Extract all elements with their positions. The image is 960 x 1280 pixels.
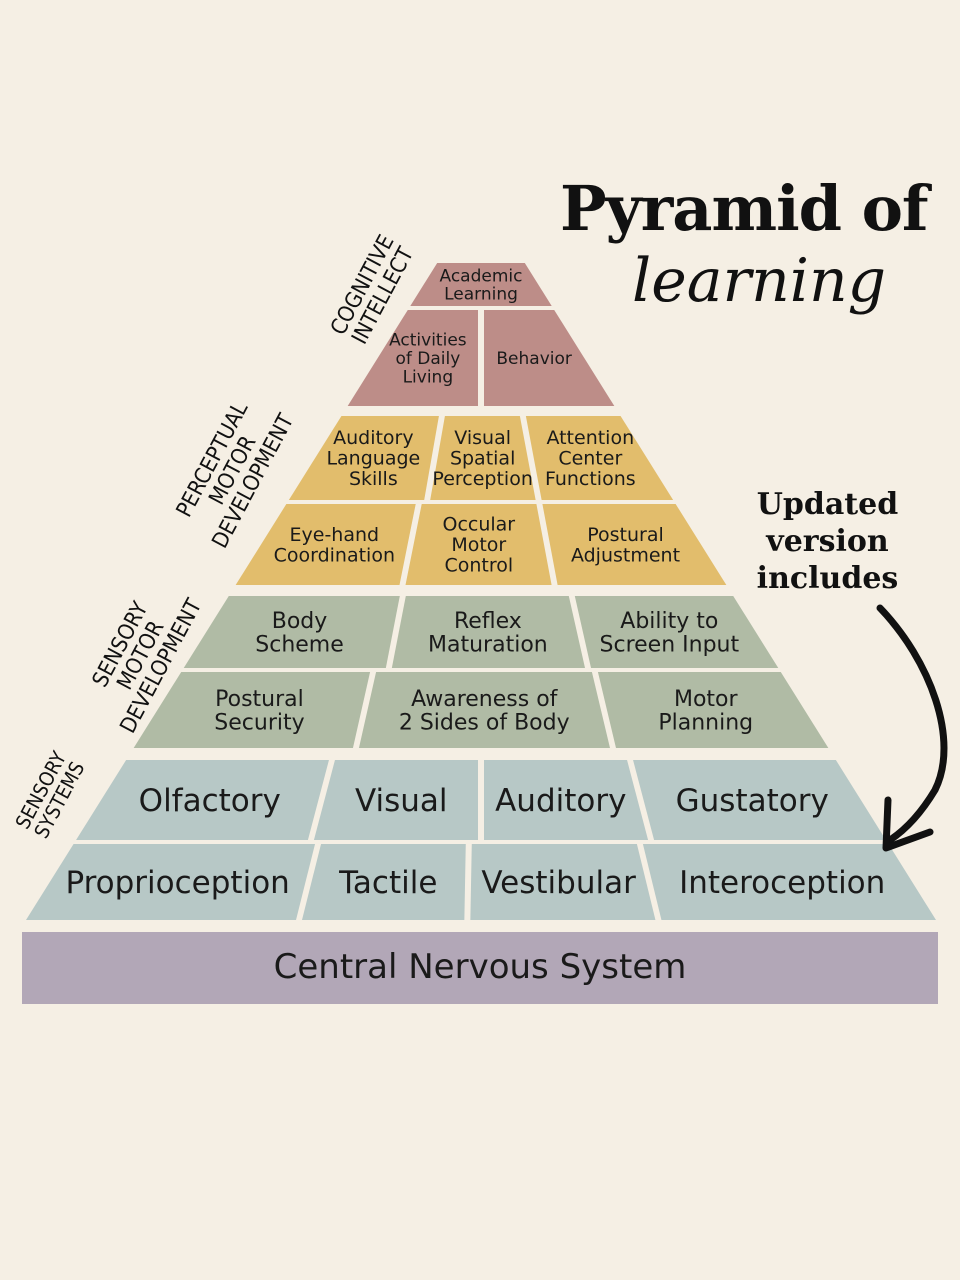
update-note: Updated version includes: [745, 486, 910, 597]
cognitive-block-label: Learning: [444, 285, 518, 305]
sensory_systems-block: [302, 844, 466, 920]
perceptual-block-label: Eye-hand: [290, 524, 380, 546]
perceptual-block-label: Attention: [546, 427, 634, 449]
sensory_systems-block-label: Interoception: [679, 865, 885, 901]
perceptual-block-label: Visual: [454, 427, 511, 449]
sensory_motor-block-label: 2 Sides of Body: [399, 711, 570, 736]
sensory_motor-block-label: Reflex: [454, 609, 522, 634]
cns-label: Central Nervous System: [274, 947, 687, 987]
sensory_motor-block: [574, 596, 779, 668]
note-line: version: [766, 524, 889, 559]
title-line2: learning: [632, 246, 887, 316]
perceptual-block: [405, 504, 552, 585]
cognitive-block: [347, 310, 478, 406]
cognitive-block-label: of Daily: [395, 349, 460, 369]
perceptual-block-label: Occular: [442, 514, 515, 536]
cognitive-block: [410, 263, 552, 306]
sensory_motor-block-label: Security: [214, 711, 304, 736]
cognitive-block-label: Academic: [440, 266, 523, 286]
perceptual-block: [525, 416, 674, 500]
perceptual-block-label: Coordination: [274, 544, 395, 566]
cognitive-block-label: Living: [403, 367, 454, 387]
sensory_systems-block-label: Olfactory: [139, 783, 281, 819]
perceptual-block-label: Auditory: [333, 427, 414, 449]
title-line1: Pyramid of: [560, 172, 929, 245]
sensory_systems-block: [26, 844, 316, 920]
perceptual-block: [542, 504, 727, 585]
perceptual-block-label: Center: [558, 448, 622, 470]
cognitive-block-label: Activities: [389, 331, 467, 351]
sensory_motor-block: [358, 672, 610, 748]
sensory_systems-block: [313, 760, 478, 840]
sensory_motor-block: [183, 596, 400, 668]
perceptual-block-label: Language: [326, 448, 420, 470]
perceptual-block: [235, 504, 416, 585]
sensory_motor-block-label: Maturation: [428, 633, 548, 658]
cognitive-block-label: Behavior: [496, 349, 572, 369]
sensory_motor-block-label: Motor: [674, 687, 739, 712]
sensory_motor-block: [391, 596, 586, 668]
cognitive-block: [484, 310, 615, 406]
perceptual-block-label: Spatial: [450, 448, 515, 470]
perceptual-block-label: Postural: [587, 524, 664, 546]
sensory_motor-block: [597, 672, 829, 748]
sensory_motor-block-label: Postural: [215, 687, 304, 712]
sensory_motor-block-label: Body: [272, 609, 328, 634]
curved-arrow: [876, 604, 948, 844]
sensory_systems-block-label: Vestibular: [481, 865, 636, 901]
sensory_systems-block-label: Auditory: [495, 783, 626, 819]
perceptual-block: [288, 416, 439, 500]
sensory_systems-block-label: Visual: [355, 783, 448, 819]
perceptual-block: [430, 416, 536, 500]
perceptual-block-label: Control: [444, 555, 513, 577]
sensory_systems-block-label: Tactile: [338, 865, 437, 901]
note-line: Updated: [756, 487, 899, 522]
cns-base: [22, 932, 938, 1004]
arrow-head: [882, 796, 934, 852]
perceptual-block-label: Perception: [432, 468, 532, 490]
sensory_systems-block: [76, 760, 329, 840]
sensory_motor-block: [133, 672, 371, 748]
perceptual-block-label: Skills: [349, 468, 398, 490]
sensory_systems-block-label: Gustatory: [676, 783, 829, 819]
sensory_systems-block: [633, 760, 886, 840]
perceptual-block-label: Functions: [545, 468, 636, 490]
sensory_motor-block-label: Planning: [658, 711, 753, 736]
sensory_motor-block-label: Scheme: [255, 633, 344, 658]
note-line: includes: [756, 561, 899, 596]
perceptual-block-label: Motor: [451, 534, 506, 556]
sensory_systems-block-label: Proprioception: [65, 865, 289, 901]
sensory_systems-block: [470, 844, 656, 920]
perceptual-block-label: Adjustment: [571, 544, 680, 566]
sensory_motor-block-label: Screen Input: [600, 633, 740, 658]
sensory_motor-block-label: Ability to: [620, 609, 718, 634]
sensory_systems-block: [642, 844, 936, 920]
sensory_motor-block-label: Awareness of: [411, 687, 559, 712]
sensory_systems-block: [484, 760, 649, 840]
